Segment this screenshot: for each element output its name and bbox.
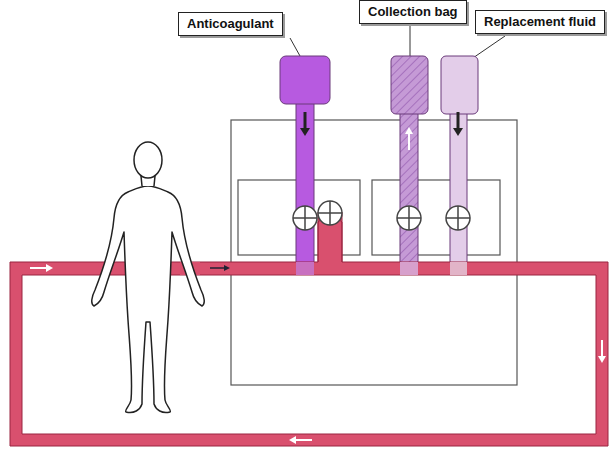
leader-lines — [290, 24, 505, 60]
replacement-tube — [450, 110, 467, 270]
pump-panel — [372, 180, 500, 255]
flow-arrows — [30, 112, 606, 444]
blood-circuit — [10, 206, 608, 446]
label-text: Collection bag — [368, 4, 458, 20]
anticoagulant-tube — [296, 100, 314, 270]
pumps — [293, 201, 470, 230]
machine-housing — [231, 120, 517, 385]
collection-bag — [391, 56, 428, 114]
human-figure — [92, 142, 204, 413]
label-box: Anticoagulant — [178, 12, 283, 36]
anticoagulant-bag — [280, 56, 330, 104]
replacement-bag — [441, 56, 478, 114]
label-text: Replacement fluid — [484, 14, 596, 30]
label-box: Replacement fluid — [475, 10, 605, 34]
collection-tube — [400, 110, 418, 270]
label-box: Collection bag — [359, 0, 467, 24]
label-text: Anticoagulant — [187, 16, 274, 32]
